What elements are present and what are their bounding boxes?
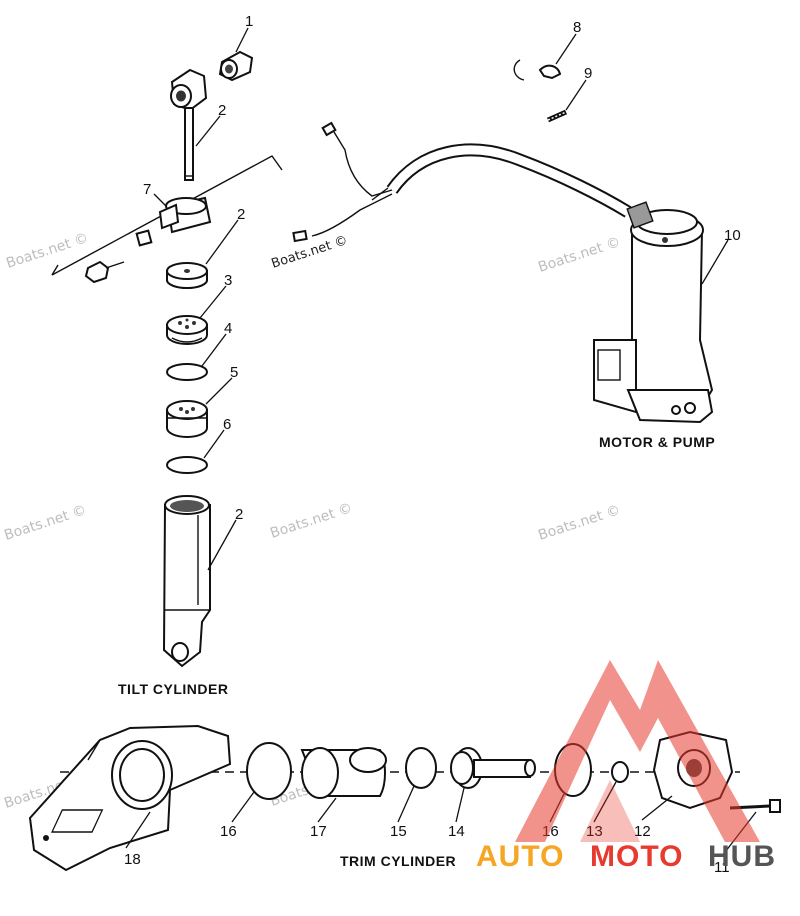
callout-numbers: 1 2 7 2 3 4 5 6 2 8 9 10 18 16 17 15 14 … [124,13,741,876]
watermark-4: Boats.net © [268,500,354,542]
piston-part-14 [450,747,536,789]
leader-lines [125,27,757,857]
callout-7: 7 [143,181,151,198]
callout-3: 3 [224,272,232,289]
callout-11: 11 [714,859,730,876]
callout-13: 13 [586,823,603,840]
callout-1: 1 [245,13,253,30]
watermark-2: Boats.net © [536,234,622,276]
cap-part-2 [166,262,208,289]
tilt-rod-part-2 [170,68,208,181]
callout-5: 5 [230,364,238,381]
callout-16a: 16 [220,823,237,840]
callout-9: 9 [584,65,592,82]
housing-part-18 [28,724,232,872]
callout-4: 4 [224,320,232,337]
automotohub-logo: AUTO MOTO HUB [476,660,776,873]
watermark-5: Boats.net © [536,502,622,544]
callout-6: 6 [223,416,231,433]
piston-part-5 [166,400,208,438]
assembly-bracket-line [51,155,283,276]
o-ring-part-4 [166,363,208,381]
watermark-3: Boats.net © [2,502,88,544]
logo-triangle-mark [515,660,760,842]
tilt-cylinder-part-2 [162,495,211,668]
callout-12: 12 [634,823,651,840]
logo-text-hub: HUB [708,840,776,873]
clamp-part-7 [84,196,212,284]
screw-part-9 [546,109,568,123]
caption-trim-cylinder: TRIM CYLINDER [340,853,456,869]
callout-2a: 2 [218,102,226,119]
callout-8: 8 [573,19,581,36]
tilt-cylinder-assembly [51,50,283,668]
watermark-8: Boats.net © [270,233,350,272]
o-ring-part-15 [405,747,437,789]
callout-2c: 2 [235,506,243,523]
ring-part-16a [246,742,292,800]
callout-14: 14 [448,823,465,840]
bushing-part-1 [218,50,254,82]
motor-pump-assembly [292,121,714,424]
clips-part-8 [513,59,562,81]
logo-text-moto: MOTO [590,840,683,873]
piston-part-3 [166,315,208,345]
sleeve-part-17 [300,747,387,799]
watermarks: Boats.net © Boats.net © Boats.net © Boat… [2,230,622,812]
o-ring-part-6 [166,456,208,474]
callout-2b: 2 [237,206,245,223]
caption-tilt-cylinder: TILT CYLINDER [118,681,228,697]
callout-18: 18 [124,851,141,868]
callout-17: 17 [310,823,327,840]
callout-15: 15 [390,823,407,840]
watermark-1: Boats.net © [4,230,90,272]
callout-10: 10 [724,227,741,244]
caption-motor-pump: MOTOR & PUMP [599,434,715,450]
ring-part-13 [611,761,629,783]
logo-text-auto: AUTO [476,840,564,873]
